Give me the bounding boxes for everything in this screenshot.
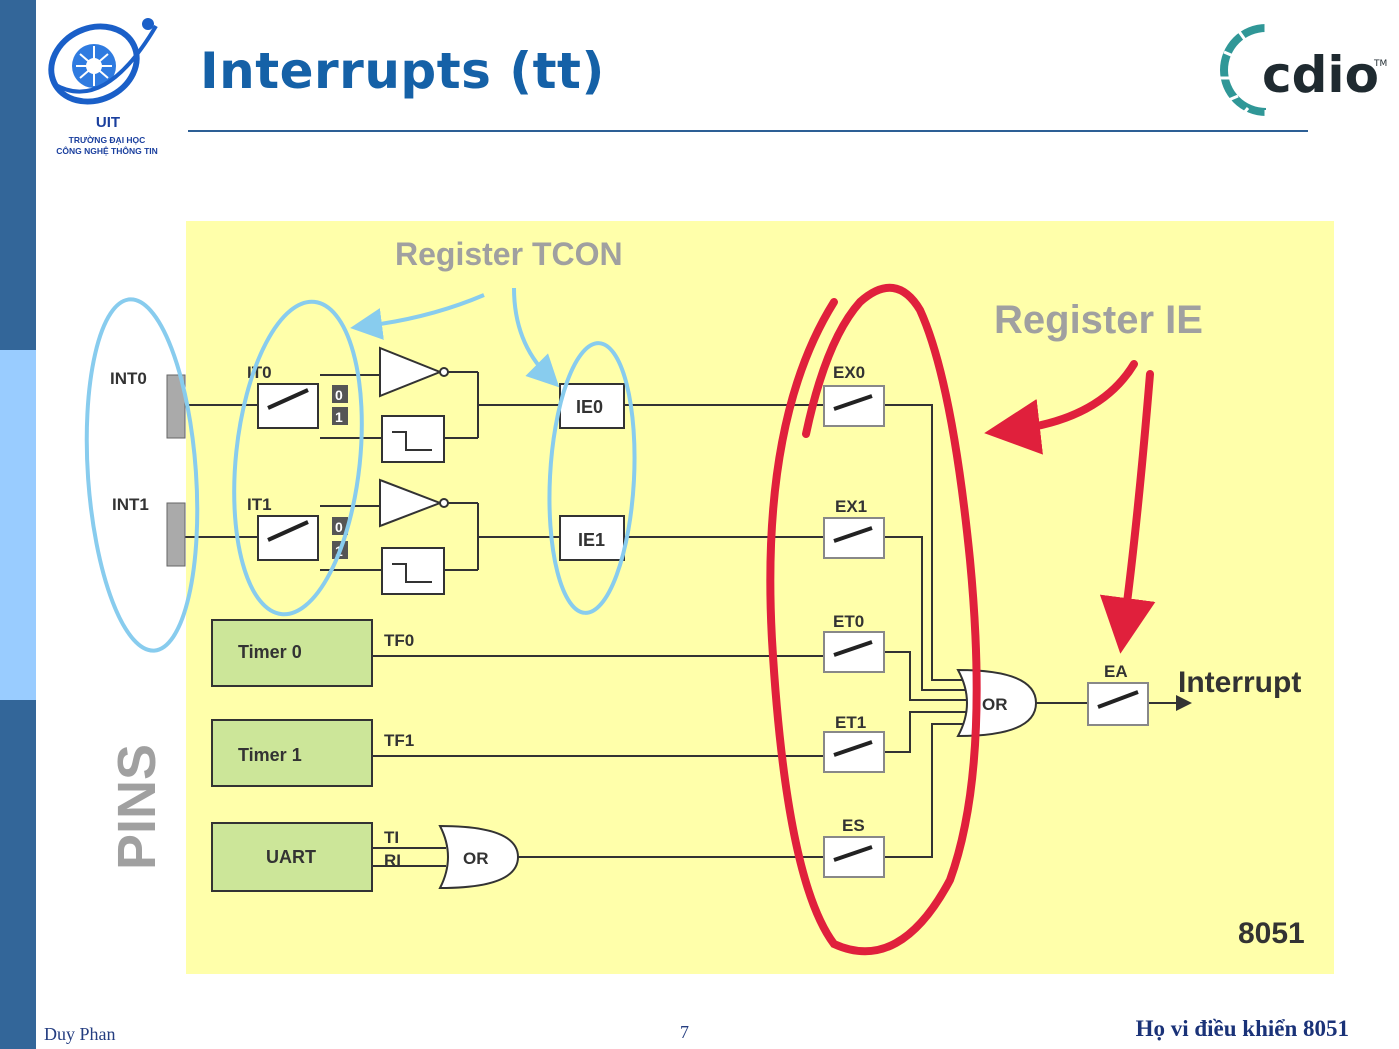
edge-detector-int1 bbox=[381, 547, 445, 595]
interrupt-output-label: Interrupt bbox=[1178, 666, 1301, 699]
it1-position-0: 0 bbox=[335, 519, 343, 535]
annotation-pins: PINS bbox=[107, 744, 167, 870]
cdio-trademark: TM bbox=[1373, 59, 1387, 69]
title-divider bbox=[188, 130, 1308, 132]
uit-logo bbox=[48, 18, 158, 105]
flag-box-ie1 bbox=[559, 515, 625, 561]
pin-int0 bbox=[166, 374, 186, 439]
ie-arrow-to-ea bbox=[1099, 370, 1156, 654]
or-gate-main-label: OR bbox=[982, 695, 1008, 714]
or-gate-uart bbox=[438, 824, 520, 890]
tcon-arrow-1 bbox=[350, 293, 485, 340]
sidebar-bar bbox=[0, 0, 36, 1049]
uart-box bbox=[211, 822, 373, 892]
ie-flags-highlight bbox=[547, 341, 637, 615]
footer-author: Duy Phan bbox=[44, 1024, 116, 1044]
pin-label-int0: INT0 bbox=[110, 369, 147, 388]
enable-bit-ex0: EX0 bbox=[833, 363, 865, 382]
pin-label-int1: INT1 bbox=[112, 495, 149, 514]
source-timer1: Timer 1 bbox=[238, 745, 302, 765]
signal-tf0: TF0 bbox=[384, 631, 414, 650]
cdio-logo: cdio TM bbox=[1220, 20, 1387, 124]
tcon-bits-highlight bbox=[232, 299, 364, 617]
enable-bit-es: ES bbox=[842, 816, 865, 835]
ie-register-highlight bbox=[766, 283, 981, 956]
uit-short-name: UIT bbox=[95, 114, 121, 131]
pin-int1 bbox=[166, 502, 186, 567]
enable-bit-et0: ET0 bbox=[833, 612, 864, 631]
enable-switches bbox=[823, 385, 1149, 878]
signal-tf1: TF1 bbox=[384, 731, 414, 750]
switch-it0 bbox=[257, 383, 319, 429]
uit-name-line1: TRƯỜNG ĐẠI HỌC bbox=[68, 135, 146, 145]
signal-ri: RI bbox=[384, 851, 401, 870]
it0-position-0: 0 bbox=[335, 387, 343, 403]
global-enable-ea: EA bbox=[1104, 662, 1128, 681]
source-timer0: Timer 0 bbox=[238, 642, 302, 662]
switch-it1 bbox=[257, 515, 319, 561]
pins-highlight bbox=[84, 297, 200, 653]
edge-detector-int0 bbox=[381, 415, 445, 463]
annotation-register-tcon: Register TCON bbox=[395, 236, 623, 272]
inverter-int0 bbox=[379, 346, 449, 398]
source-uart: UART bbox=[266, 847, 316, 867]
it0-position-1: 1 bbox=[335, 409, 343, 425]
uit-name-line2: CÔNG NGHỆ THÔNG TIN bbox=[56, 146, 158, 156]
signal-ti: TI bbox=[384, 828, 399, 847]
inverter-int1 bbox=[379, 478, 449, 528]
flag-box-ie0 bbox=[559, 383, 625, 429]
tcon-arrow-2 bbox=[512, 287, 560, 388]
flag-ie1: IE1 bbox=[578, 530, 605, 550]
footer-course-title: Họ vi điều khiển 8051 bbox=[1135, 1016, 1349, 1041]
chip-label-8051: 8051 bbox=[1238, 917, 1305, 950]
timer0-box bbox=[211, 619, 373, 687]
ie-arrow-to-switches bbox=[984, 360, 1138, 455]
enable-bit-ex1: EX1 bbox=[835, 497, 867, 516]
flag-ie0: IE0 bbox=[576, 397, 603, 417]
enable-bit-et1: ET1 bbox=[835, 713, 866, 732]
timer1-box bbox=[211, 719, 373, 787]
or-gate-uart-label: OR bbox=[463, 849, 489, 868]
page-number: 7 bbox=[680, 1022, 689, 1042]
annotation-register-ie: Register IE bbox=[994, 298, 1203, 342]
tcon-bit-it1: IT1 bbox=[247, 495, 272, 514]
wiring bbox=[185, 371, 1192, 867]
cdio-logo-text: cdio bbox=[1262, 46, 1379, 104]
page-title: Interrupts (tt) bbox=[200, 42, 605, 100]
